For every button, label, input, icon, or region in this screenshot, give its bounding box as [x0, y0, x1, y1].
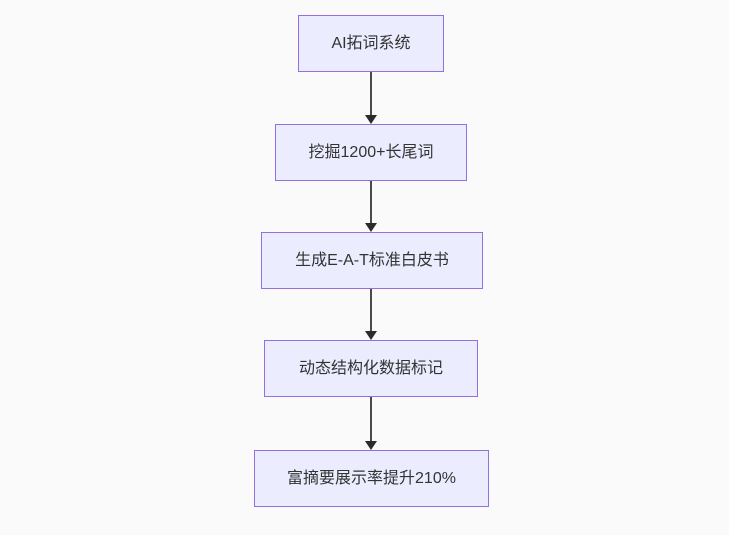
arrow-head-icon: [365, 115, 377, 124]
arrow-line: [370, 72, 372, 117]
arrow-line: [370, 289, 372, 333]
flow-node-label: 挖掘1200+长尾词: [308, 143, 434, 161]
flow-node-longtail-mining: 挖掘1200+长尾词: [275, 124, 467, 181]
flow-node-label: 生成E-A-T标准白皮书: [295, 251, 449, 269]
flow-node-label: 动态结构化数据标记: [298, 359, 443, 377]
flow-node-label: 富摘要展示率提升210%: [287, 469, 456, 487]
flow-arrow-1: [364, 72, 378, 124]
arrow-head-icon: [365, 223, 377, 232]
arrow-head-icon: [365, 331, 377, 340]
flow-node-label: AI拓词系统: [331, 34, 411, 52]
flow-arrow-3: [364, 289, 378, 340]
flow-arrow-4: [364, 397, 378, 450]
arrow-line: [370, 397, 372, 443]
arrow-head-icon: [365, 441, 377, 450]
flow-node-eat-whitepaper: 生成E-A-T标准白皮书: [261, 232, 483, 289]
flow-node-structured-data: 动态结构化数据标记: [264, 340, 478, 397]
flow-node-ai-word-system: AI拓词系统: [298, 15, 444, 72]
flow-node-rich-snippet-result: 富摘要展示率提升210%: [254, 450, 489, 507]
flow-arrow-2: [364, 181, 378, 232]
arrow-line: [370, 181, 372, 225]
